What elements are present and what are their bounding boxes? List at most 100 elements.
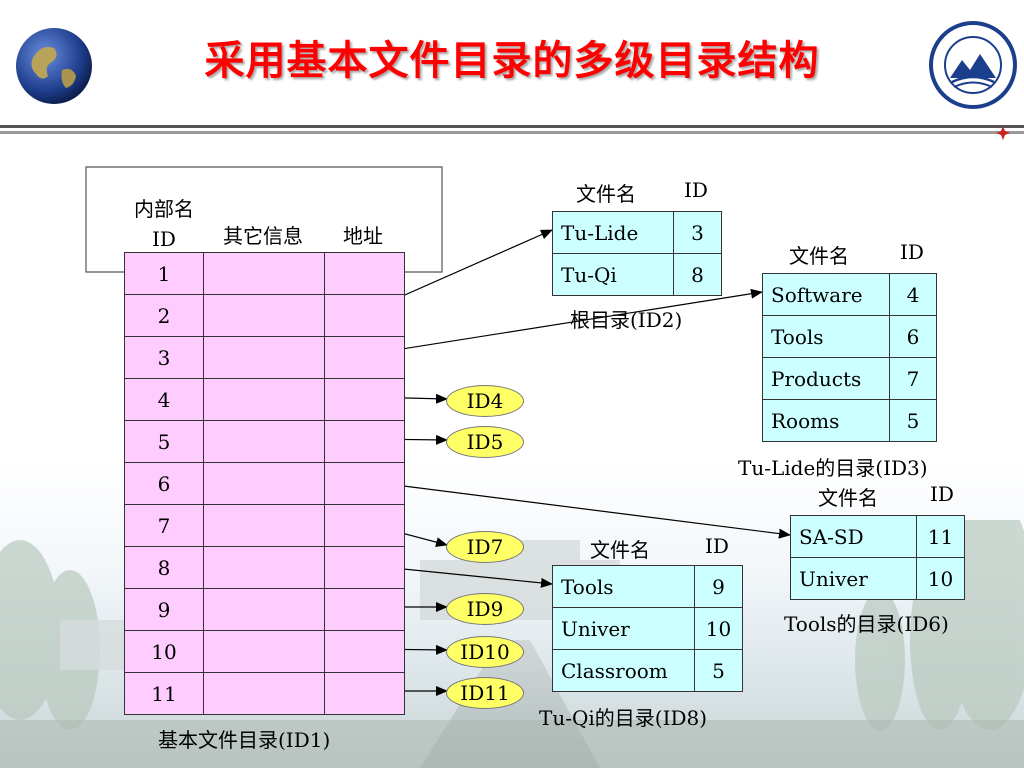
table-row: 8 xyxy=(124,546,405,589)
file-id-cell: 11 xyxy=(916,515,965,558)
address-cell xyxy=(324,546,405,589)
root-directory-table: Tu-Lide 3 Tu-Qi 8 xyxy=(552,211,722,296)
other-info-cell xyxy=(203,630,325,673)
table-row: Software 4 xyxy=(762,273,937,316)
tulide-header-id: ID xyxy=(900,240,924,264)
address-cell xyxy=(324,630,405,673)
other-info-cell xyxy=(203,546,325,589)
file-id-cell: 7 xyxy=(889,357,937,400)
tuqi-header-id: ID xyxy=(705,534,729,558)
table-row: 6 xyxy=(124,462,405,505)
tulide-directory-table: Software 4 Tools 6 Products 7 Rooms 5 xyxy=(762,273,937,442)
globe-icon xyxy=(16,28,92,104)
tools-header-id: ID xyxy=(930,482,954,506)
oval-id5: ID5 xyxy=(446,426,524,458)
table-row: Tools 6 xyxy=(762,315,937,358)
root-header-id: ID xyxy=(684,178,708,202)
address-cell xyxy=(324,252,405,295)
table-row: 9 xyxy=(124,588,405,631)
other-info-cell xyxy=(203,504,325,547)
file-id-cell: 3 xyxy=(673,211,722,254)
row-id-cell: 5 xyxy=(124,420,204,463)
other-info-cell xyxy=(203,378,325,421)
file-name-cell: Software xyxy=(762,273,890,316)
row-id-cell: 6 xyxy=(124,462,204,505)
oval-id10: ID10 xyxy=(446,636,524,668)
oval-id9: ID9 xyxy=(446,593,524,625)
address-cell xyxy=(324,672,405,715)
other-info-cell xyxy=(203,672,325,715)
other-info-cell xyxy=(203,252,325,295)
table-row: SA-SD 11 xyxy=(790,515,965,558)
table-row: 11 xyxy=(124,672,405,715)
row-id-cell: 11 xyxy=(124,672,204,715)
table-row: Tu-Lide 3 xyxy=(552,211,722,254)
oval-id4: ID4 xyxy=(446,385,524,417)
file-id-cell: 4 xyxy=(889,273,937,316)
address-cell xyxy=(324,336,405,379)
file-id-cell: 5 xyxy=(889,399,937,442)
row-id-cell: 10 xyxy=(124,630,204,673)
file-name-cell: Univer xyxy=(552,607,695,650)
file-name-cell: Products xyxy=(762,357,890,400)
table-row: 10 xyxy=(124,630,405,673)
table-row: Products 7 xyxy=(762,357,937,400)
table-row: Univer 10 xyxy=(552,607,743,650)
file-name-cell: Univer xyxy=(790,557,917,600)
table-row: 5 xyxy=(124,420,405,463)
table-row: Univer 10 xyxy=(790,557,965,600)
tulide-directory-caption: Tu-Lide的目录(ID3) xyxy=(738,456,928,480)
header-other-info: 其它信息 xyxy=(223,224,303,248)
address-cell xyxy=(324,462,405,505)
page-title: 采用基本文件目录的多级目录结构 xyxy=(204,38,820,84)
file-id-cell: 5 xyxy=(694,649,743,692)
table-row: Classroom 5 xyxy=(552,649,743,692)
file-id-cell: 9 xyxy=(694,565,743,608)
file-name-cell: Tu-Lide xyxy=(552,211,674,254)
table-row: 4 xyxy=(124,378,405,421)
row-id-cell: 8 xyxy=(124,546,204,589)
root-header-name: 文件名 xyxy=(576,182,636,206)
file-id-cell: 10 xyxy=(694,607,743,650)
row-id-cell: 9 xyxy=(124,588,204,631)
file-id-cell: 6 xyxy=(889,315,937,358)
other-info-cell xyxy=(203,294,325,337)
tulide-header-name: 文件名 xyxy=(789,244,849,268)
tuqi-header-name: 文件名 xyxy=(590,538,650,562)
table-row: 1 xyxy=(124,252,405,295)
address-cell xyxy=(324,294,405,337)
address-cell xyxy=(324,378,405,421)
file-name-cell: Rooms xyxy=(762,399,890,442)
header-rule-bottom xyxy=(0,131,1024,134)
row-id-cell: 3 xyxy=(124,336,204,379)
tools-directory-caption: Tools的目录(ID6) xyxy=(784,612,949,636)
table-row: 3 xyxy=(124,336,405,379)
other-info-cell xyxy=(203,420,325,463)
address-cell xyxy=(324,420,405,463)
university-logo xyxy=(929,21,1017,109)
other-info-cell xyxy=(203,462,325,505)
row-id-cell: 7 xyxy=(124,504,204,547)
oval-id11: ID11 xyxy=(446,677,524,709)
file-name-cell: SA-SD xyxy=(790,515,917,558)
arrow-row3-to-tulide xyxy=(363,288,763,356)
table-row: 7 xyxy=(124,504,405,547)
tools-directory-table: SA-SD 11 Univer 10 xyxy=(790,515,965,600)
header-rule-top xyxy=(0,125,1024,128)
file-name-cell: Tu-Qi xyxy=(552,253,674,296)
file-name-cell: Classroom xyxy=(552,649,695,692)
table-row: Rooms 5 xyxy=(762,399,937,442)
tools-header-name: 文件名 xyxy=(818,486,878,510)
file-name-cell: Tools xyxy=(762,315,890,358)
header-internal-name: 内部名 xyxy=(134,197,194,221)
file-name-cell: Tools xyxy=(552,565,695,608)
row-id-cell: 2 xyxy=(124,294,204,337)
oval-id7: ID7 xyxy=(446,531,524,563)
table-row: Tools 9 xyxy=(552,565,743,608)
header-address: 地址 xyxy=(343,224,383,248)
table-row: 2 xyxy=(124,294,405,337)
other-info-cell xyxy=(203,336,325,379)
address-cell xyxy=(324,588,405,631)
other-info-cell xyxy=(203,588,325,631)
